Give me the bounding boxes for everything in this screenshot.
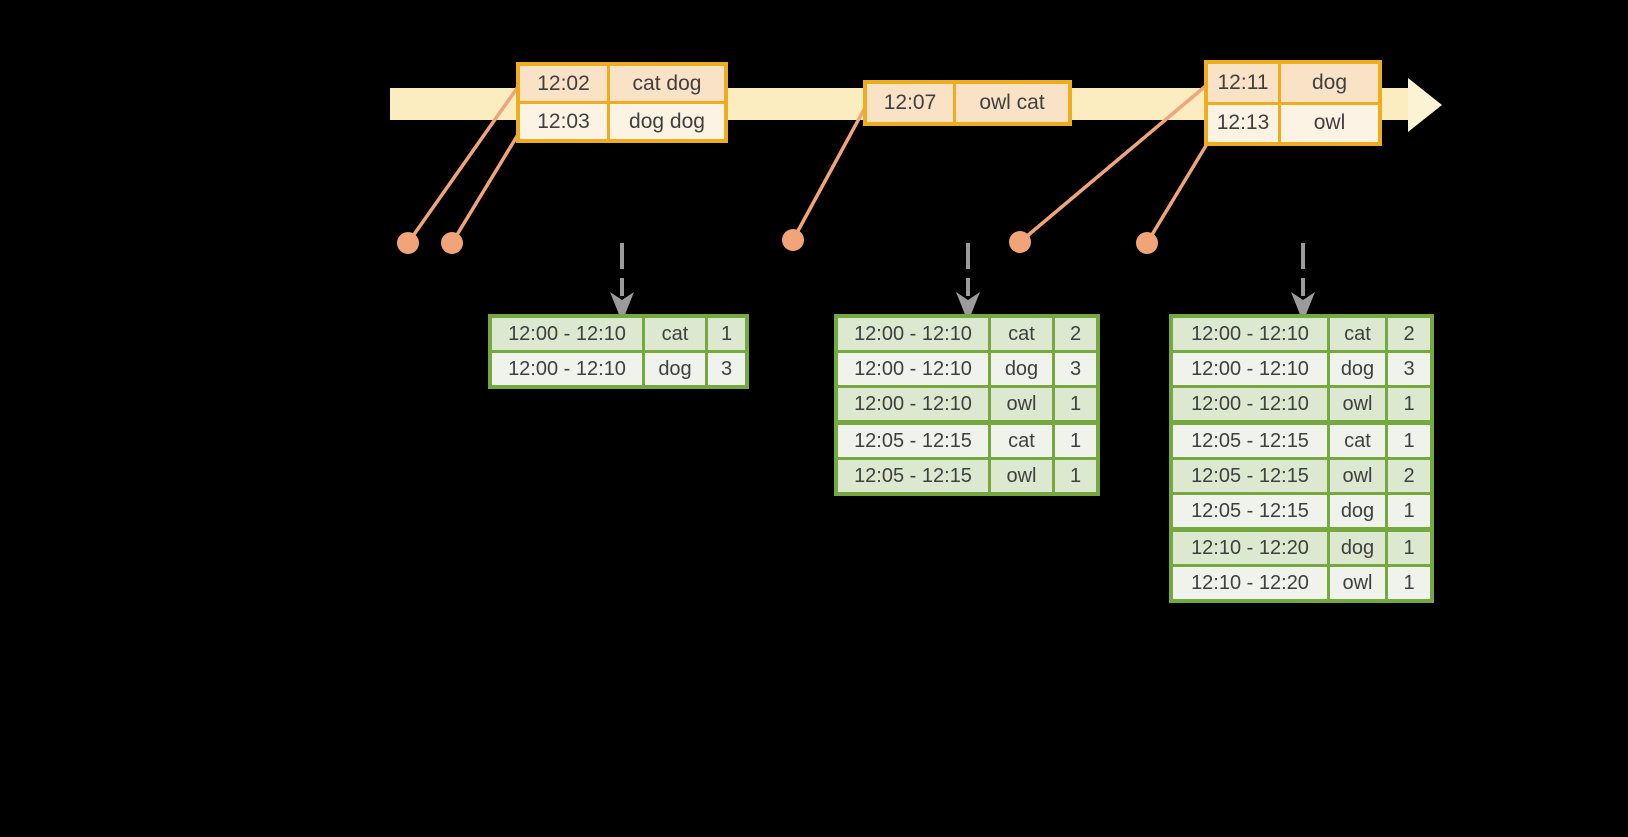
event-dots [397, 229, 1158, 254]
table-cell: 12:00 - 12:10 [1173, 353, 1327, 385]
table-cell: cat [1327, 318, 1385, 350]
event-connector-line [1145, 137, 1212, 245]
table-cell: cat [1327, 425, 1385, 457]
table-cell: dog dog [607, 104, 724, 139]
table-cell: 12:00 - 12:10 [838, 318, 988, 350]
table-cell: 1 [1052, 460, 1096, 492]
table-cell: 1 [1385, 388, 1430, 420]
table-cell: 12:07 [867, 84, 953, 122]
table-cell: owl [1327, 567, 1385, 599]
table-cell: dog [1278, 64, 1378, 102]
table-cell: 12:00 - 12:10 [492, 353, 642, 385]
trigger-arrowhead-icon [956, 292, 980, 322]
table-cell: 3 [1385, 353, 1430, 385]
table-cell: 12:05 - 12:15 [1173, 460, 1327, 492]
table-cell: 12:05 - 12:15 [1173, 425, 1327, 457]
table-cell: owl [1327, 388, 1385, 420]
table-cell: dog [642, 353, 705, 385]
table-cell: 2 [1052, 318, 1096, 350]
trigger-arrowhead-icon [1291, 292, 1315, 322]
table-cell: 12:10 - 12:20 [1173, 532, 1327, 564]
table-cell: 1 [1385, 425, 1430, 457]
table-cell: dog [1327, 532, 1385, 564]
table-cell: 12:10 - 12:20 [1173, 567, 1327, 599]
table-cell: dog [1327, 495, 1385, 527]
table-cell: 3 [1052, 353, 1096, 385]
table-cell: 12:13 [1208, 104, 1278, 142]
table-cell: 12:00 - 12:10 [1173, 318, 1327, 350]
table-cell: cat dog [607, 66, 724, 101]
event-connector-line [406, 82, 522, 245]
trigger-arrows [620, 243, 1305, 296]
table-cell: owl [1278, 104, 1378, 142]
table-cell: 12:00 - 12:10 [492, 318, 642, 350]
event-connector-dot [1136, 232, 1158, 254]
event-connector-line [450, 126, 524, 245]
table-cell: dog [1327, 353, 1385, 385]
table-cell: cat [988, 425, 1052, 457]
timeline-arrowhead-icon [1408, 78, 1442, 132]
table-cell: owl [988, 388, 1052, 420]
table-cell: 12:11 [1208, 64, 1278, 102]
table-cell: dog [988, 353, 1052, 385]
event-connector-dot [782, 229, 804, 251]
table-cell: 1 [1385, 495, 1430, 527]
table-cell: owl [1327, 460, 1385, 492]
table-cell: 2 [1385, 318, 1430, 350]
table-cell: 1 [1385, 532, 1430, 564]
table-cell: 12:05 - 12:15 [838, 460, 988, 492]
trigger-arrowhead-icon [610, 292, 634, 322]
table-cell: 12:05 - 12:15 [1173, 495, 1327, 527]
trigger-arrowheads [610, 292, 1315, 322]
table-cell: 12:00 - 12:10 [838, 353, 988, 385]
table-cell: 3 [705, 353, 745, 385]
table-cell: 12:00 - 12:10 [838, 388, 988, 420]
table-cell: 1 [1052, 425, 1096, 457]
table-cell: 1 [1385, 567, 1430, 599]
event-connector-line [1018, 82, 1210, 244]
table-cell: 12:05 - 12:15 [838, 425, 988, 457]
event-connector-dot [397, 232, 419, 254]
table-cell: 1 [1052, 388, 1096, 420]
table-cell: 12:02 [520, 66, 607, 101]
table-cell: 1 [705, 318, 745, 350]
table-cell: 12:03 [520, 104, 607, 139]
table-cell: 12:00 - 12:10 [1173, 388, 1327, 420]
table-cell: cat [988, 318, 1052, 350]
table-cell: owl cat [953, 84, 1068, 122]
event-connector-lines [406, 82, 1212, 245]
table-cell: owl [988, 460, 1052, 492]
event-connector-line [791, 102, 869, 242]
event-connector-dot [441, 232, 463, 254]
event-connector-dot [1009, 231, 1031, 253]
table-cell: 2 [1385, 460, 1430, 492]
table-cell: cat [642, 318, 705, 350]
